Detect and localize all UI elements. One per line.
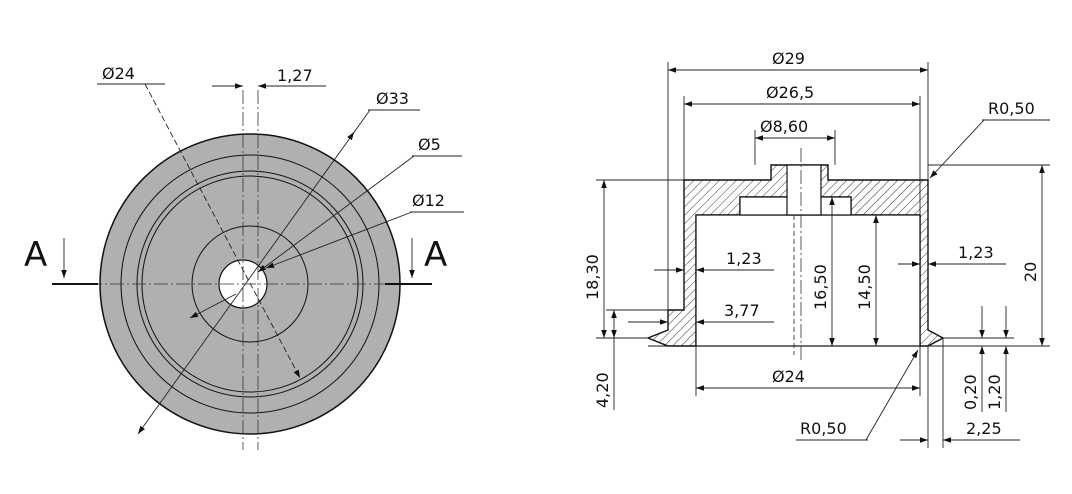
dim-r050-bottom: R0,50	[800, 419, 847, 438]
dim-225: 2,25	[966, 419, 1002, 438]
dim-d24-front: Ø24	[102, 64, 135, 83]
dim-120: 1,20	[985, 374, 1004, 410]
dim-123-right: 1,23	[958, 243, 994, 262]
dim-1450: 14,50	[855, 264, 874, 310]
dim-127: 1,27	[277, 66, 313, 85]
dim-d24-bottom: Ø24	[772, 367, 805, 386]
dim-1830: 18,30	[583, 254, 602, 300]
section-label-left: A	[24, 235, 47, 275]
front-view: A A Ø24 1,27 Ø33 Ø5 Ø12	[24, 64, 464, 450]
dim-d860: Ø8,60	[760, 117, 808, 136]
dim-d5: Ø5	[418, 135, 441, 154]
dim-r050-top: R0,50	[988, 99, 1035, 118]
section-view: Ø29 Ø26,5 Ø8,60 R0,50 18,30 4,20 1,23 3,…	[583, 49, 1050, 448]
leader-d12	[265, 211, 413, 269]
leader-d5	[257, 155, 415, 273]
dim-123-left: 1,23	[726, 249, 762, 268]
dim-d12: Ø12	[412, 191, 445, 210]
dim-d265: Ø26,5	[766, 83, 814, 102]
dim-020: 0,20	[961, 374, 980, 410]
leader-d33-arrow-a	[347, 131, 355, 141]
dim-377: 3,77	[724, 301, 760, 320]
center-bore	[786, 164, 822, 216]
leader-d12-tail	[189, 293, 237, 319]
dim-420: 4,20	[593, 372, 612, 408]
leader-r050-bottom	[865, 349, 919, 441]
leader-r050-top	[929, 119, 985, 179]
dim-d33: Ø33	[376, 89, 409, 108]
dim-d29: Ø29	[772, 49, 805, 68]
leader-d33-arrow-b	[137, 419, 149, 435]
dim-20: 20	[1021, 262, 1040, 282]
leader-d24	[144, 83, 301, 379]
inner-cavity	[695, 214, 921, 347]
section-label-right: A	[424, 235, 447, 275]
dim-1650: 16,50	[811, 264, 830, 310]
